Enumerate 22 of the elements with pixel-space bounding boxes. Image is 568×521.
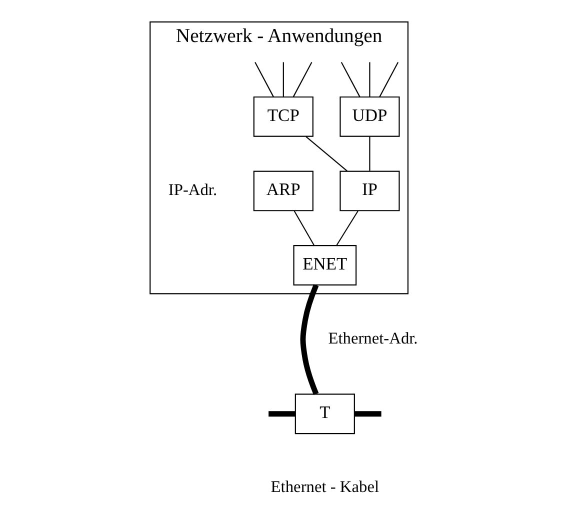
connector (368, 136, 370, 171)
connector (368, 62, 370, 97)
connector (340, 62, 360, 98)
connector (282, 62, 284, 97)
node-box: T (294, 394, 354, 434)
connector (268, 411, 295, 417)
label: Ethernet-Adr. (328, 328, 418, 348)
connector (254, 62, 274, 98)
connector (300, 284, 318, 395)
node-box: ARP (252, 170, 313, 212)
node-box: TCP (252, 96, 313, 137)
connector (293, 210, 314, 246)
label: Ethernet - Kabel (270, 476, 379, 496)
node-box: ENET (292, 245, 356, 286)
node-box: UDP (339, 96, 400, 137)
connector (305, 136, 348, 172)
connector (336, 210, 358, 246)
node-box: IP (339, 170, 400, 212)
connector (354, 411, 381, 417)
label: IP-Adr. (168, 180, 217, 199)
connector (378, 62, 398, 98)
connector (292, 62, 312, 98)
